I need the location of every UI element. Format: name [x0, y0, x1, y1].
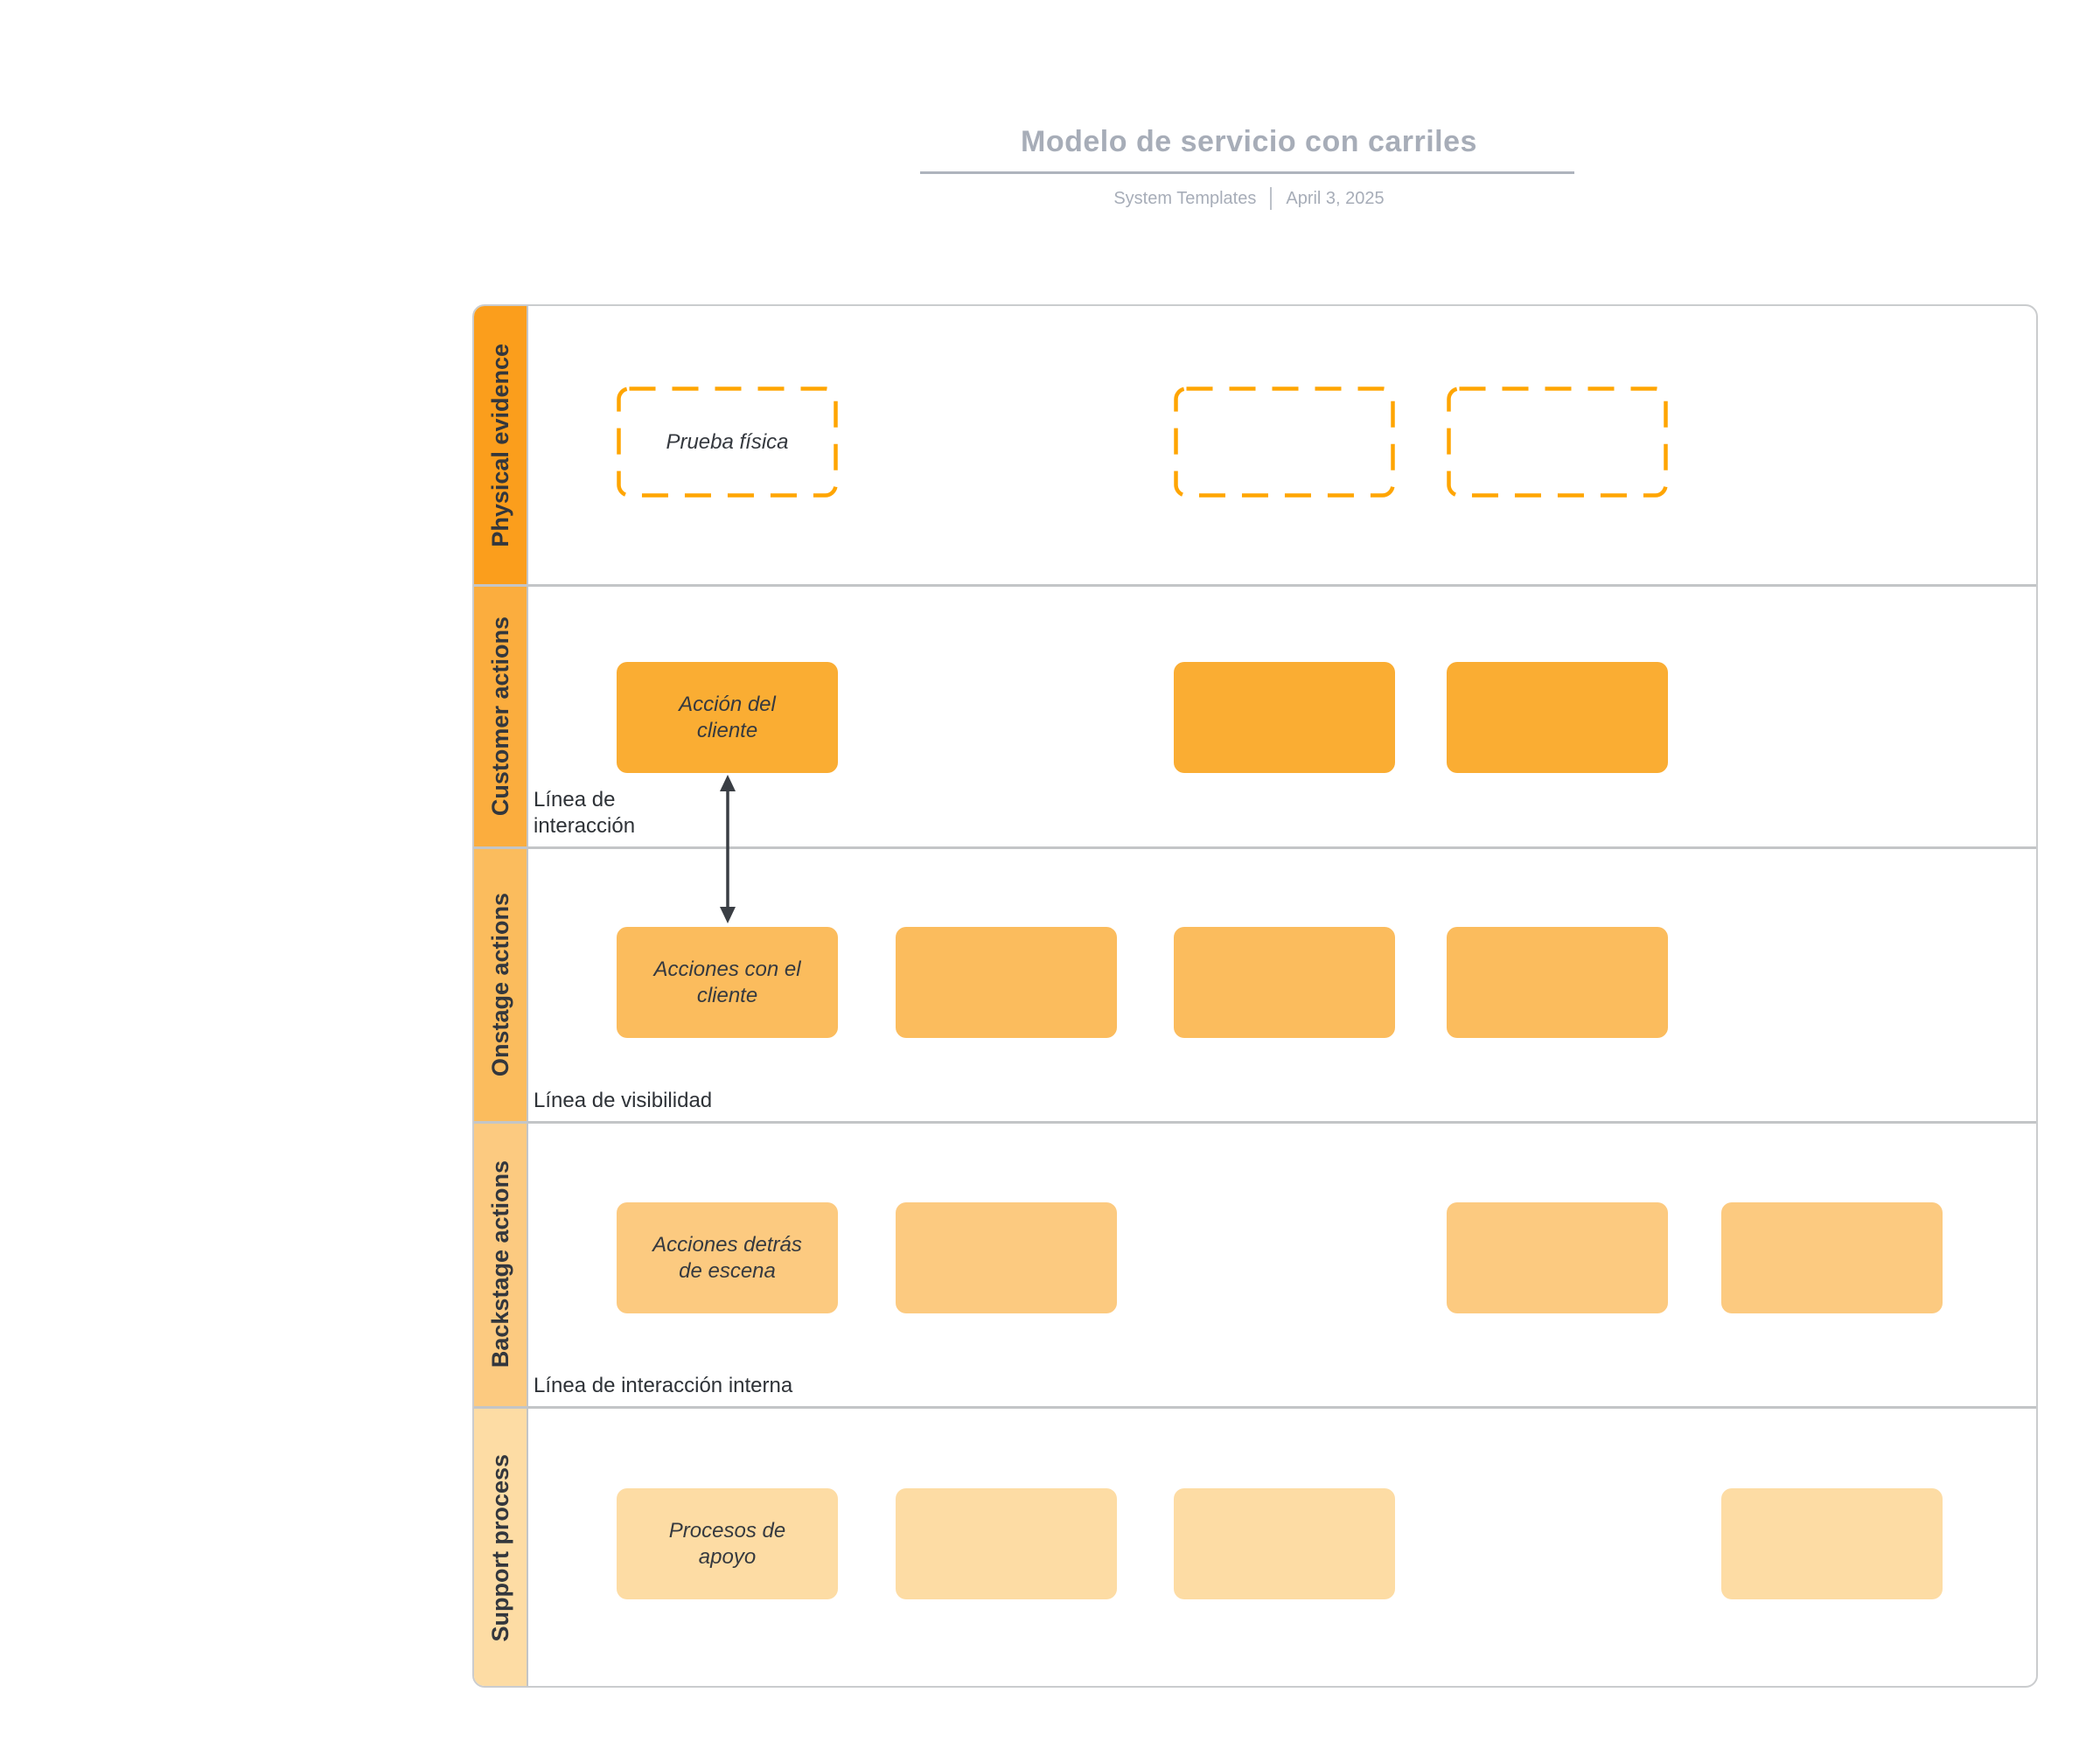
physical-evidence-box-3[interactable]: [1447, 387, 1668, 498]
customer-actions-box-2[interactable]: [1174, 662, 1395, 773]
backstage-actions-box-4[interactable]: [1721, 1202, 1943, 1313]
box-label: Acciones detrás de escena: [652, 1232, 802, 1283]
lane-header-divider: [527, 306, 528, 1686]
lane-label: Physical evidence: [486, 344, 513, 547]
page-subtitle: System Templates April 3, 2025: [822, 185, 1676, 212]
line-of-visibility-label: Línea de visibilidad: [534, 1089, 713, 1112]
box-label: Acciones con el cliente: [653, 957, 801, 1007]
lane-header-support-process[interactable]: Support process: [474, 1407, 527, 1686]
onstage-actions-box-1[interactable]: Acciones con el cliente: [617, 927, 838, 1038]
backstage-actions-box-1[interactable]: Acciones detrás de escena: [617, 1202, 838, 1313]
line-of-visibility-line: [474, 1121, 2036, 1124]
support-process-box-2[interactable]: [896, 1488, 1117, 1599]
physical-evidence-box-1[interactable]: Prueba física: [617, 387, 838, 498]
page-title: Modelo de servicio con carriles: [1021, 125, 1477, 158]
subtitle-divider: [1270, 187, 1273, 210]
subtitle-date: April 3, 2025: [1286, 188, 1385, 208]
lane-label: Backstage actions: [486, 1160, 513, 1368]
lane-header-onstage-actions[interactable]: Onstage actions: [474, 847, 527, 1122]
backstage-actions-box-2[interactable]: [896, 1202, 1117, 1313]
lane-boundary-line: [474, 584, 2036, 587]
lane-label: Customer actions: [486, 616, 513, 817]
dashed-box-outline: [1174, 387, 1395, 498]
customer-actions-box-3[interactable]: [1447, 662, 1668, 773]
onstage-actions-box-4[interactable]: [1447, 927, 1668, 1038]
box-label: Procesos de apoyo: [668, 1518, 786, 1569]
line-of-interaction-line: [474, 846, 2036, 849]
line-of-interaction-label: Línea de interacción: [534, 788, 636, 838]
support-process-box-4[interactable]: [1721, 1488, 1943, 1599]
lane-header-customer-actions[interactable]: Customer actions: [474, 585, 527, 847]
lane-label: Onstage actions: [486, 892, 513, 1077]
dashed-box-outline: [617, 387, 838, 498]
box-label: Prueba física: [666, 429, 789, 454]
title-underline: [920, 171, 1574, 174]
customer-actions-box-1[interactable]: Acción del cliente: [617, 662, 838, 773]
onstage-actions-box-2[interactable]: [896, 927, 1117, 1038]
subtitle-source: System Templates: [1113, 188, 1257, 208]
lane-header-physical-evidence[interactable]: Physical evidence: [474, 306, 527, 585]
lane-header-backstage-actions[interactable]: Backstage actions: [474, 1122, 527, 1407]
physical-evidence-box-2[interactable]: [1174, 387, 1395, 498]
dashed-box-outline: [1447, 387, 1668, 498]
support-process-box-1[interactable]: Procesos de apoyo: [617, 1488, 838, 1599]
onstage-actions-box-3[interactable]: [1174, 927, 1395, 1038]
support-process-box-3[interactable]: [1174, 1488, 1395, 1599]
lane-label: Support process: [486, 1454, 513, 1642]
box-label: Acción del cliente: [679, 692, 776, 742]
backstage-actions-box-3[interactable]: [1447, 1202, 1668, 1313]
line-of-internal-interaction-label: Línea de interacción interna: [534, 1374, 793, 1397]
line-of-internal-interaction-line: [474, 1406, 2036, 1409]
